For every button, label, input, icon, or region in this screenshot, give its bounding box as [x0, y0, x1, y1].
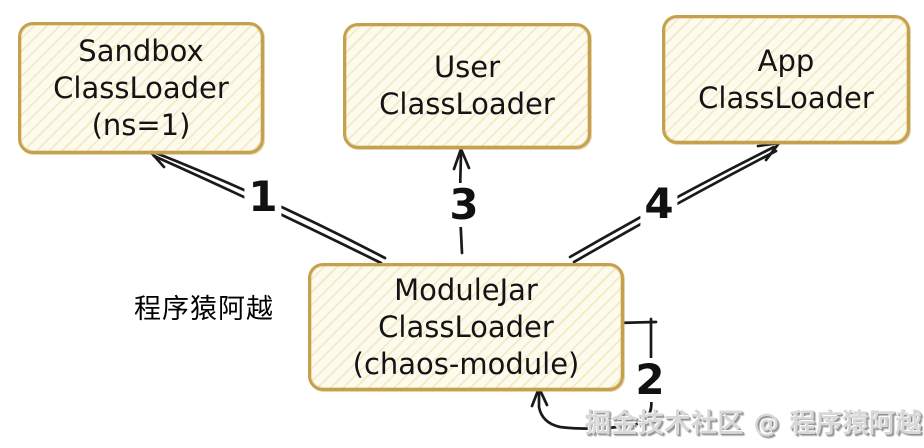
edge-label-3: 3 — [445, 183, 483, 227]
node-user-classloader: User ClassLoader — [343, 23, 591, 149]
node-label-line: User — [433, 50, 501, 84]
node-label-line: Sandbox — [78, 33, 204, 68]
node-sandbox-classloader: Sandbox ClassLoader (ns=1) — [18, 22, 264, 154]
node-app-classloader: App ClassLoader — [662, 15, 910, 144]
edge-label-1: 1 — [244, 175, 282, 219]
node-label-line: (ns=1) — [91, 107, 191, 142]
node-label-line: App — [757, 43, 815, 78]
edge-label-4: 4 — [640, 182, 678, 226]
edge-label-2: 2 — [631, 358, 669, 402]
node-label-line: ModuleJar — [394, 272, 538, 307]
node-label-line: ClassLoader — [53, 70, 229, 105]
node-label-line: ClassLoader — [698, 80, 874, 115]
node-label-line: (chaos-module) — [352, 346, 580, 381]
node-modulejar-classloader: ModuleJar ClassLoader (chaos-module) — [308, 263, 624, 391]
node-label-line: ClassLoader — [378, 309, 554, 344]
watermark-text: 掘金技术社区 @ 程序猿阿越 — [585, 409, 923, 439]
node-label-line: ClassLoader — [379, 87, 555, 121]
author-text: 程序猿阿越 — [134, 294, 274, 325]
arrow-self-loop — [530, 317, 658, 430]
arrowhead-user — [452, 147, 471, 171]
